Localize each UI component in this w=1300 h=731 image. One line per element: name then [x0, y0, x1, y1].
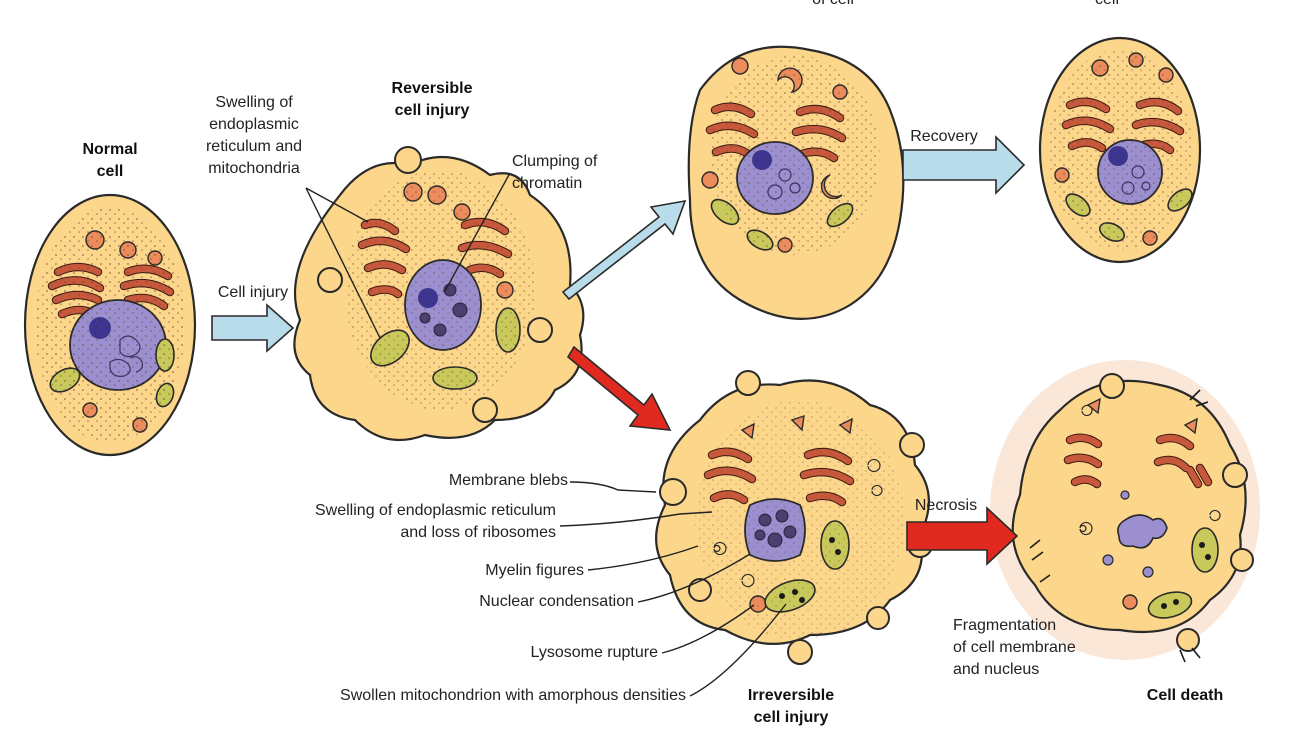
cell-injury-label: Cell injury: [218, 284, 288, 301]
swelling-er-mito-label: reticulum and: [206, 138, 302, 155]
swollen-mitochondrion-label: Swollen mitochondrion with amorphous den…: [340, 687, 686, 704]
reversible-cell-title: cell injury: [395, 102, 470, 119]
reversible-cell-bleb: [317, 267, 343, 293]
cell-injury-arrow: [211, 303, 295, 353]
irreversible-cell: [655, 370, 933, 665]
swelling-er-ribosomes-label: and loss of ribosomes: [400, 524, 556, 541]
recovered-cell: [1038, 36, 1202, 264]
clumping-chromatin-label: Clumping of: [512, 153, 598, 170]
labels: of cell cell Normal cell Reversible cell…: [82, 0, 1223, 726]
dead-cell-membrane-fragments: [1029, 389, 1209, 663]
necrosis-label: Necrosis: [915, 497, 977, 514]
dead-cell-er-fragments: [1063, 433, 1213, 489]
dead-cell-nuclear-fragments: [1102, 490, 1154, 578]
irreversible-cell-bleb: [688, 578, 712, 602]
irreversible-cell-bleb: [787, 639, 813, 665]
myelin-figures-label: Myelin figures: [485, 562, 584, 579]
dead-cell-myelin-figure: [1079, 404, 1221, 536]
irreversible-cell-ribosome-field: [695, 400, 905, 640]
recovery-arrow: [902, 135, 1026, 195]
top-left-caption-fragment: of cell: [812, 0, 854, 8]
reversible-cell-bleb: [472, 397, 498, 423]
lysosome-rupture-label: Lysosome rupture: [531, 644, 659, 661]
irreversible-cell-bleb: [735, 370, 761, 396]
normal-cell-ribosome-field: [35, 207, 185, 443]
necrosis-arrow: [906, 506, 1019, 566]
top-right-caption-fragment: cell: [1095, 0, 1119, 8]
swelling-er-ribosomes-label: Swelling of endoplasmic reticulum: [315, 502, 556, 519]
dead-cell-bleb: [1222, 462, 1248, 488]
clumping-chromatin-label: chromatin: [512, 175, 582, 192]
reversible-cell-bleb: [394, 146, 422, 174]
swelling-er-mito-label: endoplasmic: [209, 116, 299, 133]
normal-cell: [23, 193, 197, 457]
dead-cell-bleb: [1176, 628, 1200, 652]
fragmentation-label: Fragmentation: [953, 617, 1056, 634]
reversible-cell: [293, 146, 585, 442]
normal-cell-title: cell: [97, 163, 124, 180]
dead-cell-bleb: [1230, 548, 1254, 572]
dead-cell: [990, 360, 1260, 663]
dead-cell-lysosome: [1183, 417, 1198, 435]
nuclear-condensation-label: Nuclear condensation: [479, 593, 634, 610]
irreversible-cell-bleb: [659, 478, 687, 506]
recovering-cell-lysosome: [731, 57, 749, 75]
irreversible-injury-arrow: [566, 345, 672, 431]
dead-cell-lysosome: [1122, 594, 1138, 610]
membrane-blebs-label: Membrane blebs: [449, 472, 568, 489]
recovered-cell-ribosome-field: [1048, 50, 1192, 250]
irreversible-cell-bleb: [866, 606, 890, 630]
swelling-er-mito-label: Swelling of: [215, 94, 293, 111]
dead-cell-bleb: [1099, 373, 1125, 399]
irreversible-cell-bleb: [899, 432, 925, 458]
reversible-to-recovering-arrow: [561, 199, 687, 301]
irreversible-cell-title: cell injury: [754, 709, 829, 726]
reversible-cell-title: Reversible: [392, 80, 473, 97]
fragmentation-label: of cell membrane: [953, 639, 1076, 656]
fragmentation-label: and nucleus: [953, 661, 1039, 678]
recovering-cell-ribosome-field: [710, 55, 880, 255]
recovering-cell: [687, 45, 905, 320]
irreversible-cell-title: Irreversible: [748, 687, 834, 704]
swelling-er-mito-label: mitochondria: [208, 160, 300, 177]
dead-cell-swollen-mitochondrion: [1147, 527, 1219, 619]
cell-death-title: Cell death: [1147, 687, 1223, 704]
dead-cell-lysosome: [1086, 397, 1101, 415]
leader-lines: [305, 172, 787, 697]
dead-cell-fragmented-nucleus: [1117, 514, 1168, 549]
reversible-cell-ribosome-field: [345, 170, 535, 410]
normal-cell-title: Normal: [82, 141, 137, 158]
recovery-label: Recovery: [910, 128, 978, 145]
arrows: [211, 135, 1026, 566]
